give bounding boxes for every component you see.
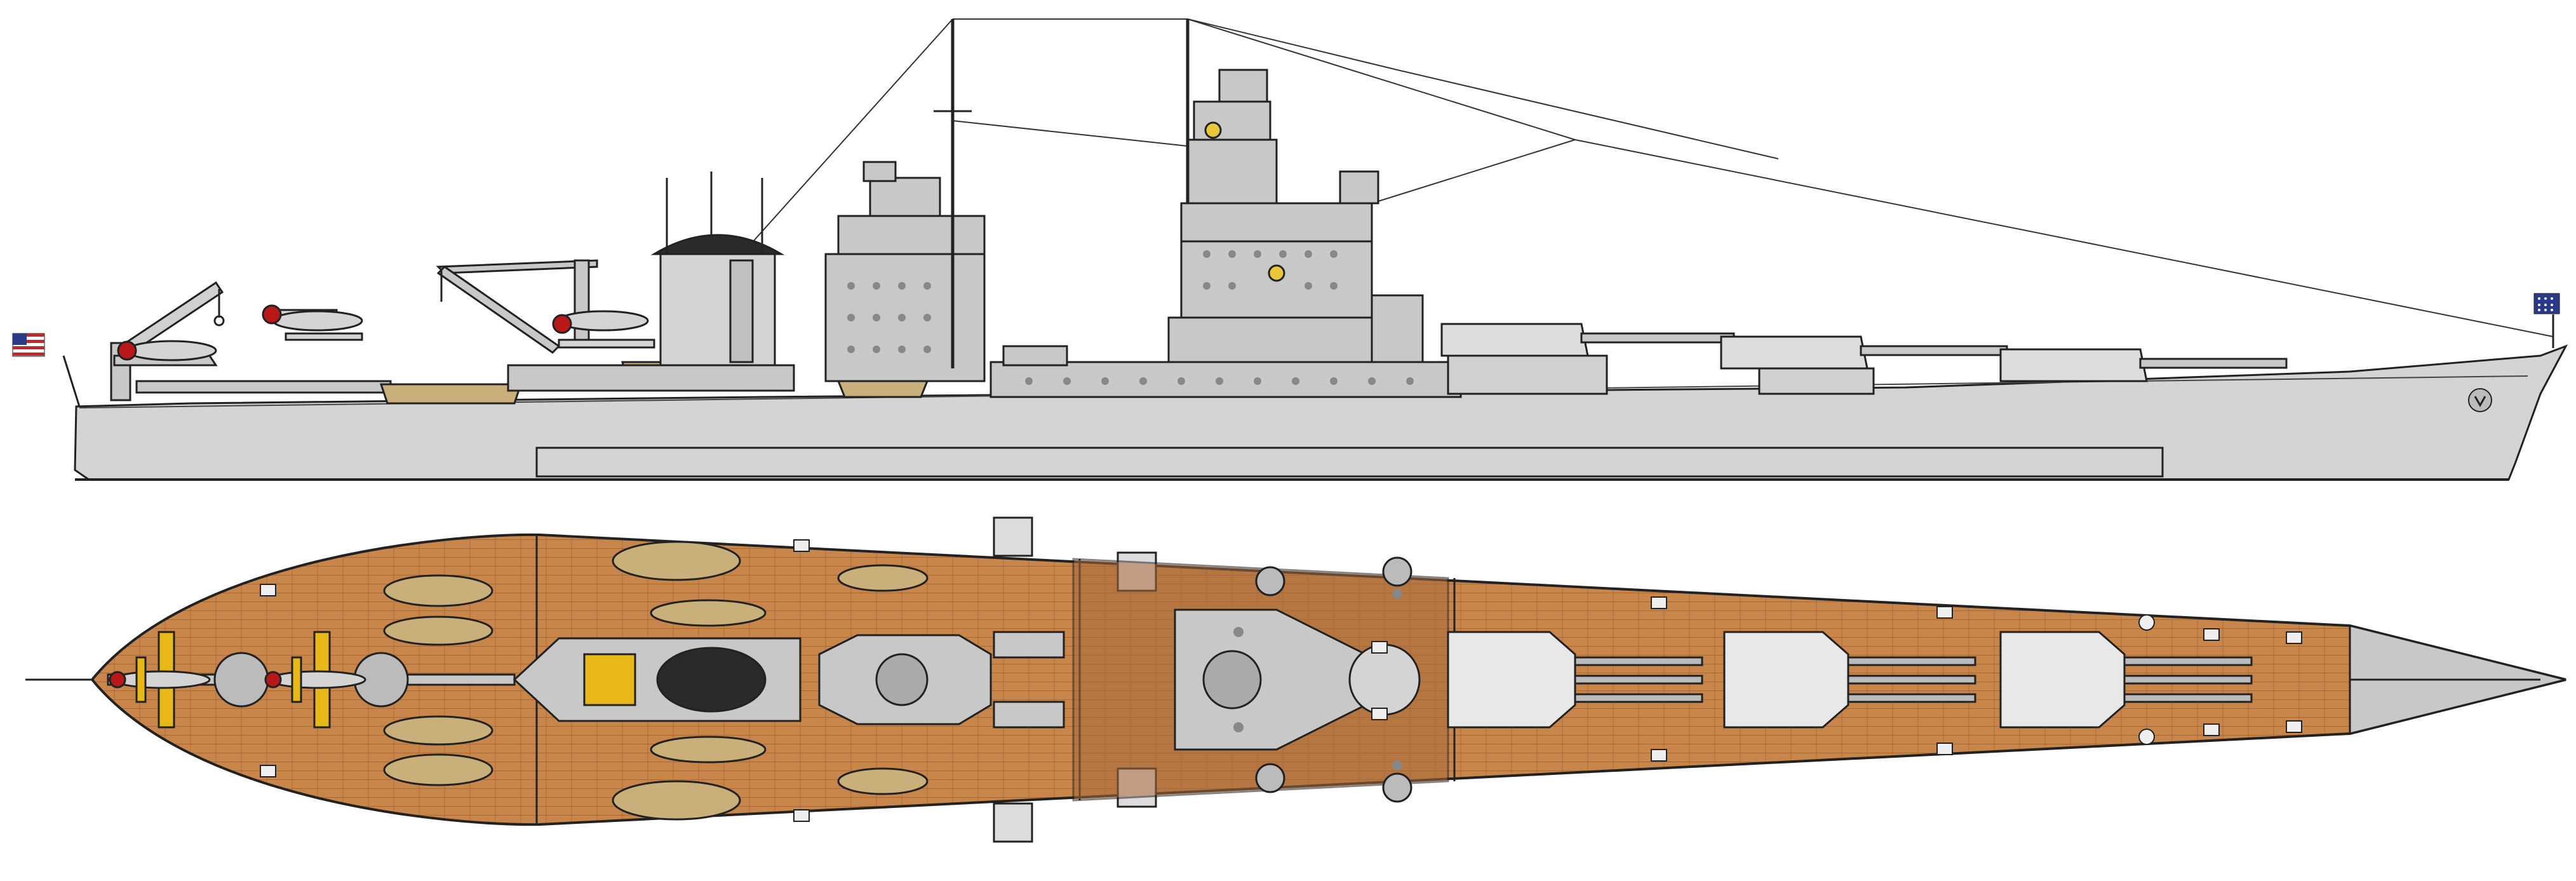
turret-side-middle	[1720, 335, 2008, 395]
seaplane-midship	[552, 310, 655, 349]
aircraft-catapult-side	[113, 354, 392, 394]
side-profile-view	[12, 18, 2568, 481]
armor-belt	[535, 447, 2164, 478]
bridge-tower-top	[1072, 558, 1449, 802]
turret-top-rear	[1447, 631, 1703, 729]
top-plan-svg	[25, 516, 2566, 843]
boats-top	[383, 541, 929, 821]
anchor-icon	[2468, 388, 2492, 412]
top-plan-view	[0, 495, 2576, 881]
turret-top-front	[1999, 631, 2253, 729]
side-profile-svg	[12, 18, 2568, 481]
seaplane-top-fwd	[264, 631, 366, 729]
turret-top-middle	[1723, 631, 1976, 729]
turret-side-rear	[1440, 323, 1735, 395]
funnel-top	[513, 637, 802, 722]
aa-directors	[1255, 556, 1412, 803]
seaplane-fwd	[262, 304, 363, 341]
midship-crane	[436, 259, 598, 354]
turret-side-front	[1999, 348, 2288, 382]
seaplane-top-aft	[109, 631, 211, 729]
main-bridge-tower	[989, 19, 1462, 398]
us-ensign-flag-icon	[12, 333, 81, 407]
deck-fittings	[260, 539, 2302, 822]
union-jack-flag-icon	[2533, 293, 2560, 348]
aft-tower-top	[818, 631, 1065, 729]
funnel	[507, 171, 795, 392]
aft-superstructure-tower	[824, 19, 986, 382]
rigging-lines	[730, 18, 2554, 337]
